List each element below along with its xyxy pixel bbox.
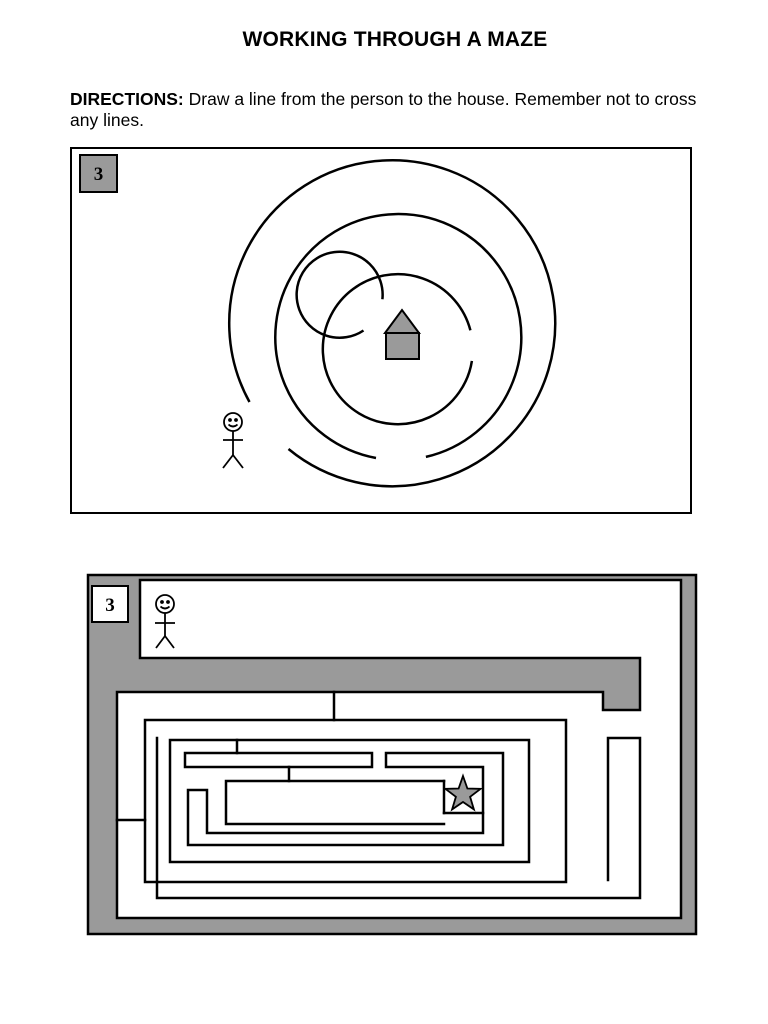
person-icon [222, 412, 244, 469]
number-box-top [79, 154, 118, 193]
number-label-bottom: 3 [105, 595, 115, 616]
page-title: WORKING THROUGH A MAZE [242, 28, 548, 51]
directions-text: Draw a line from the person to the house… [70, 89, 697, 130]
star-icon [442, 773, 484, 812]
maze-number-top: 3 [79, 154, 118, 193]
ring-4 [295, 250, 384, 339]
ring-3 [321, 272, 474, 426]
maze-frame-top [70, 147, 692, 514]
circular-maze [70, 147, 692, 514]
ring-1 [227, 159, 557, 488]
maze-walls [115, 690, 642, 900]
maze-number-bottom: 3 [91, 585, 129, 623]
directions-label: DIRECTIONS: [70, 89, 184, 109]
number-label-top: 3 [94, 164, 104, 185]
circular-walls [227, 159, 557, 488]
directions: DIRECTIONS: Draw a line from the person … [70, 89, 710, 131]
rectangular-maze [86, 573, 698, 936]
ring-2 [274, 212, 523, 460]
number-box-bottom [91, 585, 129, 623]
person-icon-bottom [155, 594, 175, 649]
house-icon [383, 308, 421, 360]
